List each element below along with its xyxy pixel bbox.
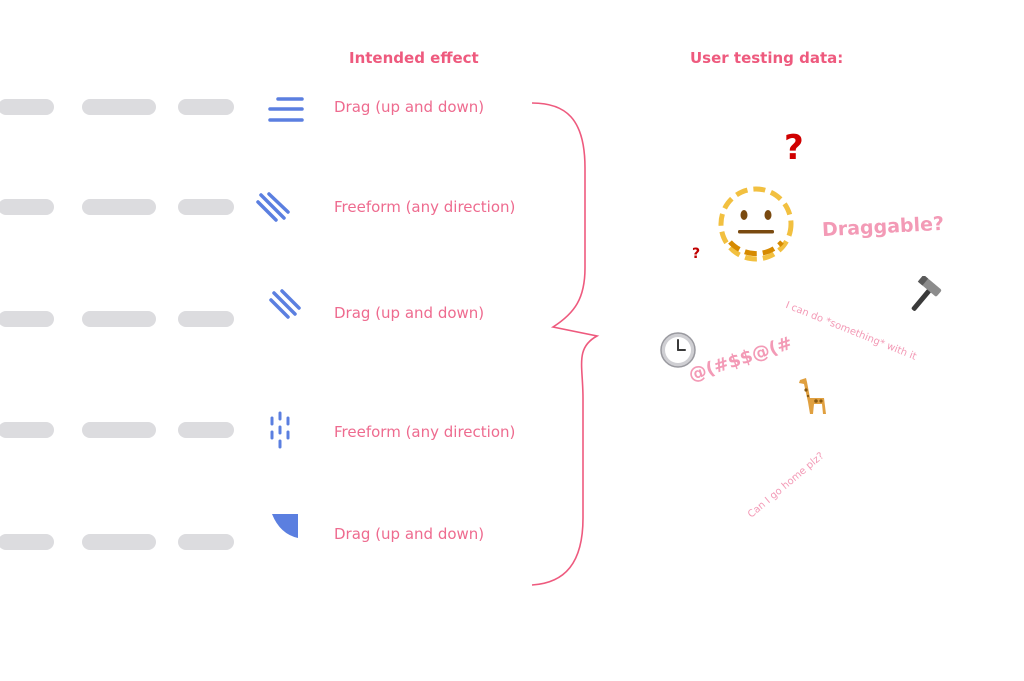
row-3-label: Drag (up and down): [334, 304, 485, 322]
placeholder-bar: [0, 422, 54, 438]
neutral-face-icon: [718, 186, 794, 262]
placeholder-bar: [0, 99, 54, 115]
placeholder-bar: [82, 99, 156, 115]
row-5-label: Drag (up and down): [334, 525, 485, 543]
draggable-comment: Draggable?: [821, 212, 945, 242]
placeholder-bar: [0, 199, 54, 215]
placeholder-bar: [82, 422, 156, 438]
diagonal-lines-small-handle-icon[interactable]: [268, 288, 304, 324]
placeholder-bar: [82, 311, 156, 327]
giraffe-icon: [799, 378, 826, 414]
intended-effect-header: Intended effect: [349, 49, 479, 67]
placeholder-bar: [178, 534, 234, 550]
vertical-dashes-handle-icon[interactable]: [266, 410, 294, 452]
placeholder-bar: [0, 534, 54, 550]
symbols-comment: @(#$$@(#: [686, 332, 795, 386]
clock-icon: [660, 332, 696, 368]
placeholder-bar: [82, 534, 156, 550]
small-question-mark: ?: [692, 246, 701, 262]
placeholder-bar: [82, 199, 156, 215]
placeholder-bar: [0, 311, 54, 327]
placeholder-bar: [178, 199, 234, 215]
row-4-label: Freeform (any direction): [334, 423, 516, 441]
user-testing-header: User testing data:: [690, 49, 844, 67]
placeholder-bar: [178, 99, 234, 115]
big-question-mark: ?: [784, 128, 804, 168]
something-comment: I can do *something* with it: [783, 300, 918, 363]
horizontal-lines-handle-icon[interactable]: [266, 94, 306, 128]
corner-triangle-handle-icon[interactable]: [270, 512, 302, 542]
go-home-comment: Can I go home plz?: [746, 450, 827, 521]
row-1-label: Drag (up and down): [334, 98, 485, 116]
placeholder-bar: [178, 422, 234, 438]
row-2-label: Freeform (any direction): [334, 198, 516, 216]
curly-brace: [531, 102, 600, 586]
diagonal-lines-handle-icon[interactable]: [252, 190, 294, 226]
hammer-icon: [911, 276, 942, 311]
placeholder-bar: [178, 311, 234, 327]
